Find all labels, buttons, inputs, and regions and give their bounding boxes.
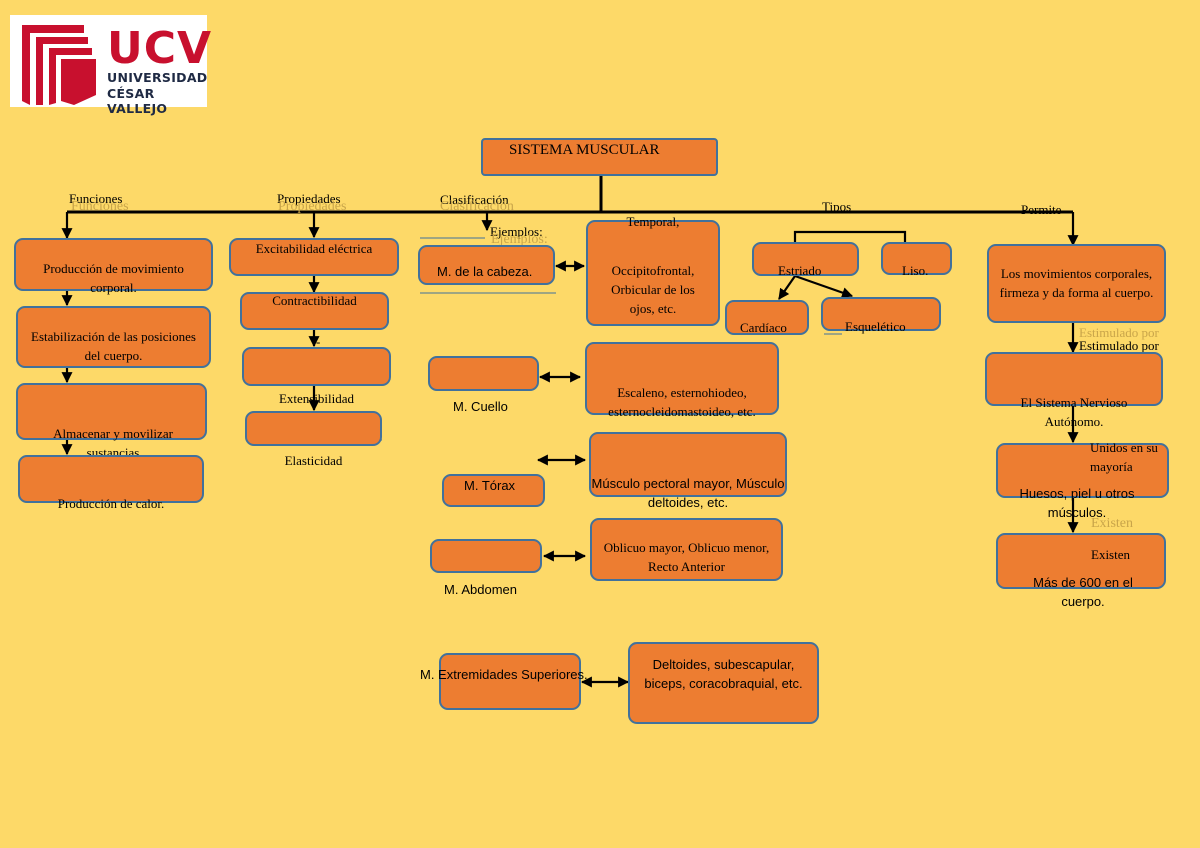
extremidades-examples: Deltoides, subescapular, biceps, coracob… [644, 657, 803, 691]
huesos-text: Huesos, piel u otros músculos. [1019, 486, 1135, 520]
logo-line-2: CÉSAR VALLEJO [107, 86, 168, 116]
abdomen-examples: Oblicuo mayor, Oblicuo menor, Recto Ante… [603, 540, 770, 574]
propiedad-box-1 [229, 238, 399, 276]
funcion-box-2 [16, 306, 211, 368]
abdomen-box [430, 539, 542, 573]
funcion-4-text: Producción de calor. [57, 496, 165, 511]
title-box [481, 138, 718, 176]
title-text: SISTEMA MUSCULAR [509, 142, 660, 158]
cuello-label: M. Cuello [453, 399, 508, 414]
torax-examples: Músculo pectoral mayor, Músculo deltoide… [591, 476, 785, 510]
branch-propiedades: Propiedades [277, 191, 341, 206]
liso-label: Liso. [902, 263, 929, 278]
permite-text: Los movimientos corporales, firmeza y da… [999, 266, 1154, 300]
huesos-box [996, 443, 1169, 498]
ejemplos-label: Ejemplos: [490, 224, 543, 239]
estimulado-ghost: Estimulado por [1079, 325, 1159, 340]
funcion-box-3 [16, 383, 207, 440]
funcion-box-1 [14, 238, 213, 291]
cardiaco-box [725, 300, 809, 335]
cabeza-examples-top: Temporal, [626, 214, 680, 229]
ucv-logo: UCV UNIVERSIDAD CÉSAR VALLEJO [10, 15, 211, 116]
propiedad-2-text: Contractibilidad [272, 293, 357, 308]
cabeza-examples-box [586, 220, 720, 326]
ejemplos-label-ghost: Ejemplos: [491, 232, 548, 247]
extremidades-label: M. Extremidades Superiores. [420, 667, 588, 682]
abdomen-label: M. Abdomen [444, 582, 517, 597]
branch-clasificacion: Clasificación [440, 192, 509, 207]
torax-label: M. Tórax [464, 478, 516, 493]
torax-box [442, 474, 545, 507]
ucv-shield-icon [22, 25, 96, 105]
funcion-1-text: Producción de movimiento corporal. [43, 261, 184, 295]
propiedad-3-text: Extensibilidad [278, 391, 355, 406]
esqueletico-box [821, 297, 941, 331]
liso-box [881, 242, 952, 275]
branch-tipos: Tipos [822, 199, 852, 214]
branch-funciones: Funciones [69, 191, 123, 206]
logo-brand: UCV [107, 23, 213, 74]
logo-line-1: UNIVERSIDAD [107, 70, 208, 85]
unidos-label: Unidos en su mayoría [1090, 440, 1158, 474]
propiedad-4-text: Elasticidad [284, 453, 343, 468]
branch-funciones-ghost: Funciones [71, 199, 129, 214]
cabeza-examples: Occipitofrontal, Orbicular de los ojos, … [611, 263, 695, 316]
cabeza-box [418, 245, 555, 285]
propiedad-box-4 [245, 411, 382, 446]
torax-examples-box [589, 432, 787, 497]
sistema-text: El Sistema Nervioso Autónomo. [1020, 395, 1128, 429]
extremidades-box [439, 653, 581, 710]
extremidades-examples-box [628, 642, 819, 724]
estimulado-label: Estimulado por [1079, 338, 1159, 353]
propiedad-box-3 [242, 347, 391, 386]
propiedad-1-text: Excitabilidad eléctrica [255, 241, 373, 256]
cuello-examples-box [585, 342, 779, 415]
existen-ghost: Existen [1091, 516, 1133, 531]
permite-box [987, 244, 1166, 323]
branch-propiedades-ghost: Propiedades [278, 199, 347, 214]
propiedad-box-2 [240, 292, 389, 330]
existen-box [996, 533, 1166, 589]
funcion-2-text: Estabilización de las posiciones del cue… [31, 329, 196, 363]
estriado-label: Estriado [778, 263, 822, 278]
cuello-box [428, 356, 539, 391]
mas-text: Más de 600 en el cuerpo. [1033, 575, 1133, 609]
estriado-box [752, 242, 859, 276]
funcion-box-4 [18, 455, 204, 503]
cardiaco-label: Cardíaco [740, 320, 787, 335]
cuello-examples: Escaleno, esternohiodeo, esternocleidoma… [608, 385, 756, 419]
branch-clasificacion-ghost: Clasificación [440, 199, 514, 214]
cabeza-label: M. de la cabeza. [437, 264, 533, 279]
existen-label: Existen [1091, 547, 1130, 562]
sistema-box [985, 352, 1163, 406]
esqueletico-label: Esquelético [845, 319, 906, 334]
abdomen-examples-box [590, 518, 783, 581]
branch-permite: Permite [1021, 202, 1062, 217]
propiedad-dash: - [316, 334, 321, 349]
